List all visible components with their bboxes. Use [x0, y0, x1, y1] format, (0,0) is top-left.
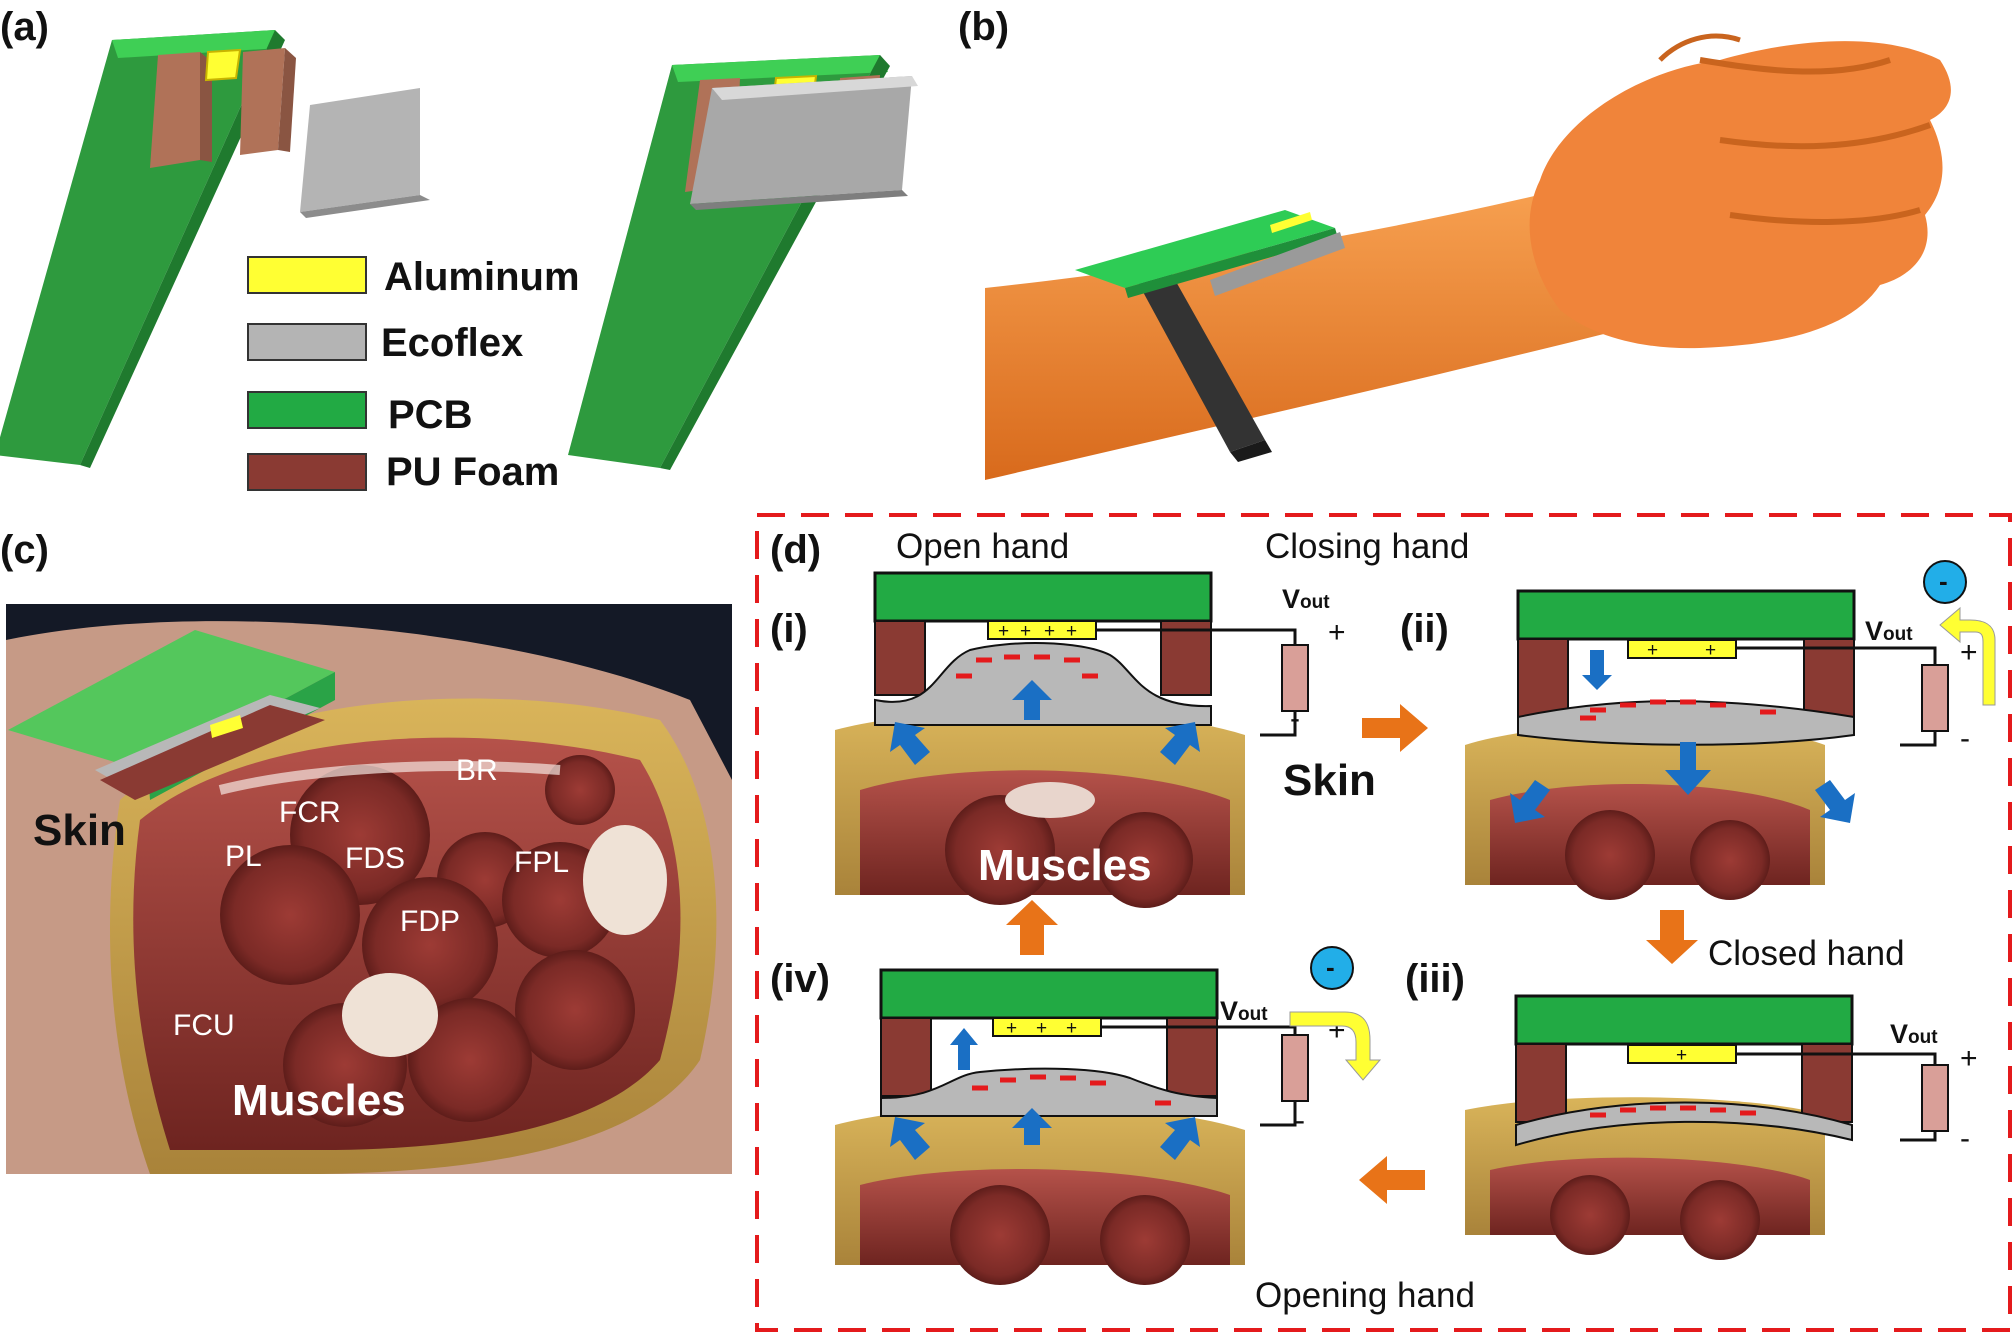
state-label-i: (i)	[770, 607, 808, 651]
legend-label-pcb: PCB	[388, 393, 472, 437]
legend-swatch-ecoflex	[247, 323, 367, 361]
negative-badge-text-ii: -	[1939, 566, 1948, 596]
muscle-label-fcu: FCU	[173, 1009, 235, 1042]
vout-label-iii: V	[1890, 1019, 1908, 1049]
panel-a: (a) Aluminum	[0, 5, 918, 494]
vout-label-ii: V	[1865, 616, 1883, 646]
plus-ii: +	[1960, 636, 1978, 669]
panel-b: (b)	[958, 5, 1951, 480]
forearm-illustration	[985, 33, 1951, 480]
negative-badge-iv	[1310, 946, 1354, 990]
pcb-iv	[879, 968, 1219, 1020]
vout-sub-iii: out	[1908, 1027, 1938, 1048]
vout-sub-ii: out	[1883, 624, 1913, 645]
vout-sub-iv: out	[1238, 1004, 1268, 1025]
muscle-label-fcr: FCR	[279, 796, 341, 829]
label-muscles-c: Muscles	[232, 1076, 406, 1125]
caption-opening-hand: Opening hand	[1255, 1276, 1475, 1315]
panel-label-a: (a)	[0, 5, 49, 49]
material-legend: Aluminum Ecoflex PCB PU Foam	[247, 255, 580, 494]
vout-sub-i: out	[1300, 592, 1330, 613]
svg-text:+: +	[998, 621, 1009, 642]
device-assembled	[568, 55, 918, 470]
svg-text:+: +	[1006, 1018, 1017, 1039]
device-exploded	[0, 30, 430, 468]
caption-closing-hand: Closing hand	[1265, 527, 1469, 566]
plus-iii: +	[1960, 1042, 1978, 1075]
panel-label-b: (b)	[958, 5, 1009, 49]
state-label-iv: (iv)	[770, 957, 830, 1001]
muscle-label-fds: FDS	[345, 842, 405, 875]
muscle-label-br: BR	[456, 754, 498, 787]
minus-i: -	[1290, 702, 1300, 735]
forearm-cross-section	[6, 621, 732, 1174]
panel-c: (c) Skin Muscles B	[0, 528, 732, 1174]
foam-right-i	[1160, 620, 1212, 696]
state-iii-closed-hand: + V out + -	[1465, 994, 1978, 1260]
label-muscles-d: Muscles	[978, 841, 1152, 890]
arrow-iv-to-i	[1006, 900, 1058, 955]
pcb-ii	[1516, 589, 1856, 641]
state-i-open-hand: + + + + V out + - Muscles Skin	[835, 571, 1376, 908]
plus-i: +	[1328, 616, 1346, 649]
legend-label-pu-foam: PU Foam	[386, 450, 559, 494]
arrow-ii-to-iii	[1646, 910, 1698, 964]
svg-text:+: +	[1705, 640, 1716, 661]
label-skin-c: Skin	[33, 806, 126, 855]
svg-text:+: +	[1044, 621, 1055, 642]
legend-swatch-pcb	[247, 391, 367, 429]
panel-label-c: (c)	[0, 528, 49, 572]
muscle-label-fpl: FPL	[514, 846, 569, 879]
svg-text:+: +	[1066, 621, 1077, 642]
legend-label-ecoflex: Ecoflex	[381, 321, 523, 365]
minus-ii: -	[1960, 722, 1970, 755]
svg-text:+: +	[1647, 640, 1658, 661]
muscle-label-fdp: FDP	[400, 905, 460, 938]
state-ii-closing-hand: + + V out + - -	[1465, 560, 1996, 900]
arrow-iii-to-iv	[1359, 1156, 1425, 1204]
negative-badge-ii	[1923, 560, 1967, 604]
state-label-ii: (ii)	[1400, 607, 1449, 651]
negative-badge-text-iv: -	[1326, 952, 1335, 982]
ecoflex-i	[874, 642, 1212, 726]
arrow-i-to-ii	[1362, 704, 1428, 752]
ecoflex-iv	[880, 1067, 1218, 1117]
legend-swatch-pu-foam	[247, 453, 367, 491]
svg-text:+: +	[1676, 1045, 1687, 1066]
caption-closed-hand: Closed hand	[1708, 934, 1905, 973]
muscle-label-pl: PL	[225, 840, 262, 873]
minus-iii: -	[1960, 1122, 1970, 1155]
svg-text:+: +	[1066, 1018, 1077, 1039]
foam-left-i	[874, 620, 926, 696]
legend-label-aluminum: Aluminum	[384, 255, 580, 299]
pcb-i	[873, 571, 1213, 623]
dashed-border	[755, 513, 2012, 1332]
sensor-on-skin	[8, 630, 335, 800]
legend-swatch-aluminum	[247, 256, 367, 294]
panel-label-d: (d)	[770, 528, 821, 572]
minus-iv: -	[1295, 1104, 1305, 1137]
panel-d: (d) Open hand Closing hand Closed hand O…	[755, 513, 2012, 1332]
svg-text:+: +	[1020, 621, 1031, 642]
svg-text:+: +	[1036, 1018, 1047, 1039]
pcb-iii	[1514, 994, 1854, 1046]
vout-label-i: V	[1282, 584, 1300, 614]
state-iv-opening-hand: +++ V out + - -	[835, 946, 1382, 1285]
vout-label-iv: V	[1220, 996, 1238, 1026]
caption-open-hand: Open hand	[896, 527, 1069, 566]
state-label-iii: (iii)	[1405, 957, 1465, 1001]
label-skin-d: Skin	[1283, 756, 1376, 805]
